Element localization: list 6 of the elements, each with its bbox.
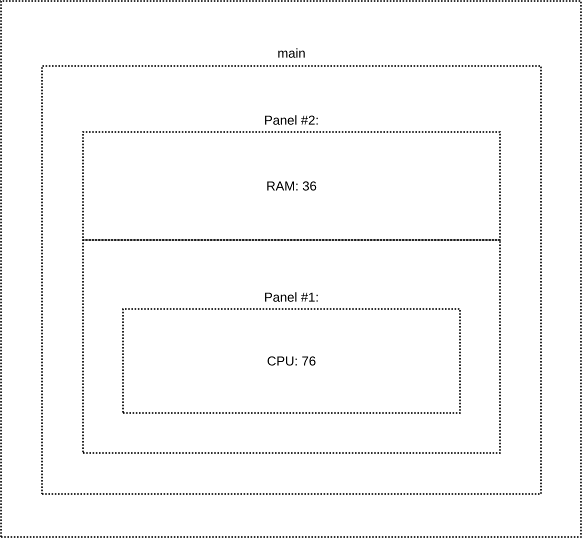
panel-heading: Panel #1:: [265, 292, 318, 302]
panel-box: RAM: 36: [82, 131, 501, 241]
panel-heading: Panel #2:: [265, 115, 318, 125]
panel-box: CPU: 76: [122, 308, 461, 414]
panel-heading: main: [278, 48, 305, 58]
panel-box: [82, 239, 501, 454]
